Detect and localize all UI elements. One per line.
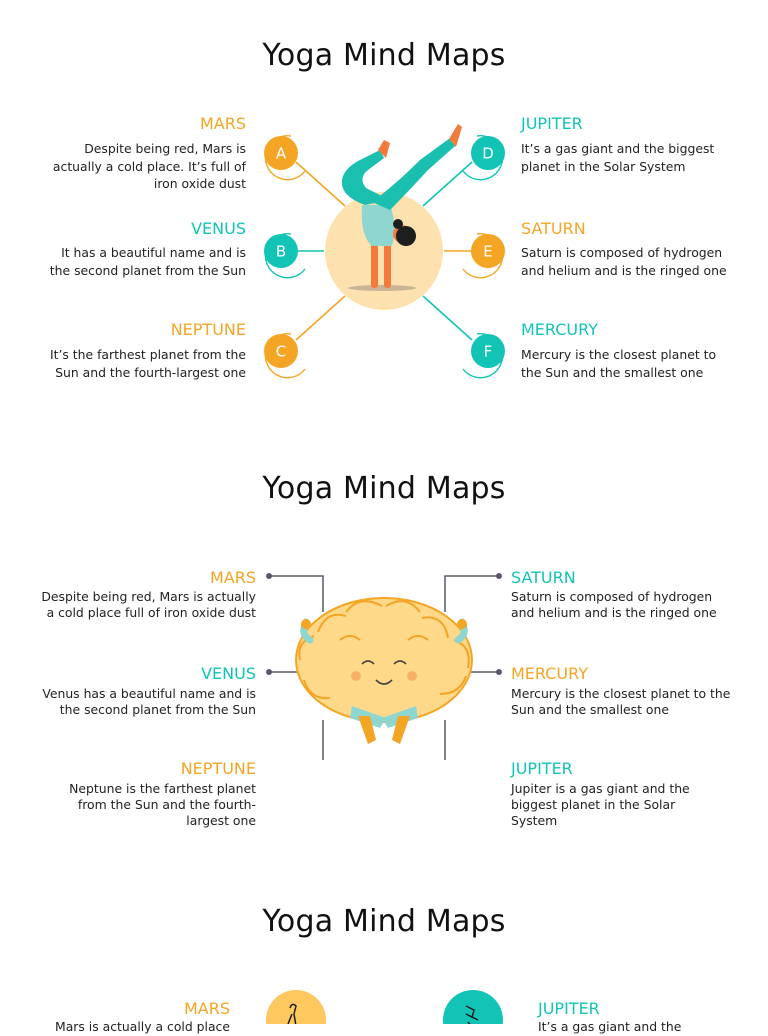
svg-text:D: D [482, 145, 494, 163]
mercury-description: Mercury is the closest planet to the Sun… [521, 347, 717, 380]
neptune-heading: NEPTUNE [170, 320, 246, 339]
section-2-diagram [266, 573, 502, 760]
yoga-pose-icon [443, 990, 503, 1024]
yoga-pose-icon [266, 990, 326, 1024]
section-3-icons [266, 990, 503, 1024]
jupiter-description-3: It’s a gas giant and the [538, 1019, 682, 1034]
section-3-title: Yoga Mind Maps [262, 904, 506, 939]
svg-text:E: E [483, 243, 492, 261]
svg-text:A: A [276, 145, 287, 163]
jupiter-heading: JUPITER [521, 114, 583, 133]
neptune-description-2: Neptune is the farthest planet from the … [69, 781, 256, 828]
badge-d: D [462, 135, 505, 181]
badge-b: B [264, 233, 306, 279]
venus-heading: VENUS [191, 219, 246, 238]
section-2-title: Yoga Mind Maps [262, 471, 506, 506]
badge-e: E [462, 233, 505, 279]
yoga-handstand-illustration [341, 124, 462, 291]
meditating-brain-illustration [295, 597, 473, 744]
jupiter-description-2: Jupiter is a gas giant and the biggest p… [511, 781, 690, 828]
saturn-description: Saturn is composed of hydrogen and heliu… [521, 245, 727, 278]
mercury-description-2: Mercury is the closest planet to the Sun… [511, 686, 731, 717]
venus-heading-2: VENUS [201, 664, 256, 683]
mars-heading-2: MARS [209, 568, 256, 587]
jupiter-heading-3: JUPITER [538, 999, 600, 1018]
badge-f: F [462, 333, 505, 379]
mercury-heading-2: MERCURY [511, 664, 588, 683]
badge-a: A [264, 135, 306, 181]
jupiter-heading-2: JUPITER [511, 759, 573, 778]
svg-text:C: C [276, 343, 286, 361]
mars-description-2: Despite being red, Mars is actually a co… [41, 589, 256, 620]
mars-heading-3: MARS [183, 999, 230, 1018]
saturn-description-2: Saturn is composed of hydrogen and heliu… [511, 589, 717, 620]
mars-description-3: Mars is actually a cold place [55, 1019, 230, 1034]
mercury-heading: MERCURY [521, 320, 598, 339]
venus-description: It has a beautiful name and is the secon… [49, 245, 246, 278]
neptune-description: It’s the farthest planet from the Sun an… [49, 347, 246, 380]
saturn-heading: SATURN [521, 219, 586, 238]
jupiter-description: It’s a gas giant and the biggest planet … [521, 141, 715, 174]
mars-description: Despite being red, Mars is actually a co… [52, 141, 246, 191]
neptune-heading-2: NEPTUNE [180, 759, 256, 778]
svg-text:F: F [484, 343, 493, 361]
svg-text:B: B [276, 243, 286, 261]
section-1-diagram: A B C D E F [264, 124, 505, 379]
saturn-heading-2: SATURN [511, 568, 576, 587]
mars-heading: MARS [199, 114, 246, 133]
badge-c: C [264, 333, 306, 379]
section-1-title: Yoga Mind Maps [262, 38, 506, 73]
venus-description-2: Venus has a beautiful name and is the se… [42, 686, 256, 717]
